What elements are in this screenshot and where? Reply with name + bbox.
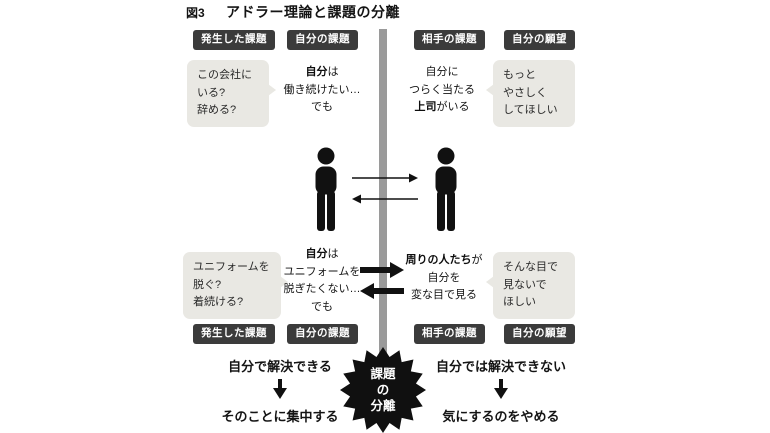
bubble-line: やさしく [503, 86, 547, 99]
bubble-line: この会社に [197, 69, 252, 81]
speech-bubble-company: この会社に いる? 辞める? [187, 60, 276, 127]
figure-label: 図3 [186, 6, 205, 20]
conclusion-text: 自分では解決できない [435, 359, 566, 374]
badge-my-wish-bottom: 自分の願望 [504, 324, 575, 344]
other-task-text-2: 周りの人たちが 自分を 変な目で見る [395, 252, 493, 305]
down-arrow-icon [272, 379, 288, 402]
text-fragment: は [327, 66, 339, 78]
emphasis-text: 周りの人たち [405, 254, 472, 266]
text-fragment: がいる [436, 101, 470, 114]
emphasis-text: 自分 [305, 66, 328, 78]
arrow-right-icon [352, 170, 418, 188]
bubble-line: 見ないで [503, 278, 547, 291]
emphasis-text: 自分 [305, 248, 328, 260]
bubble-line: 辞める? [197, 104, 237, 117]
speech-bubble-look: そんな目で 見ないで ほしい [486, 252, 575, 319]
text-line: 自分は [276, 64, 368, 82]
other-task-text-1: 自分に つらく当たる 上司がいる [396, 64, 488, 117]
badge-other-task-bottom: 相手の課題 [414, 324, 485, 344]
text-line: 周りの人たちが [395, 252, 493, 270]
text-line: 働き続けたい… [283, 83, 361, 96]
down-arrow-icon [493, 379, 509, 402]
bubble-line: もっと [503, 69, 536, 81]
text-line: 脱ぎたくない… [283, 283, 361, 296]
bubble-line: 着続ける? [193, 296, 244, 309]
badge-my-task-bottom: 自分の課題 [287, 324, 358, 344]
burst-label: 課題 の 分離 [370, 366, 395, 415]
conclusion-text: そのことに集中する [221, 409, 339, 424]
text-line: 自分は [272, 246, 372, 264]
emphasis-text: 上司 [414, 101, 437, 114]
conclusion-text: 気にするのをやめる [442, 409, 560, 424]
conclusion-left: 自分で解決できる そのことに集中する [198, 356, 362, 425]
bubble-line: してほしい [503, 104, 558, 117]
my-task-text-2: 自分は ユニフォームを 脱ぎたくない… でも [272, 246, 372, 316]
text-line: 上司がいる [396, 99, 488, 117]
figure-title: アドラー理論と課題の分離 [226, 4, 400, 20]
text-line: でも [311, 101, 333, 114]
person-icon-right [429, 147, 463, 236]
text-fragment: は [327, 248, 339, 260]
burst-label-line: 課題 [370, 366, 396, 381]
text-fragment: が [471, 254, 483, 266]
badge-occurred-bottom: 発生した課題 [193, 324, 275, 344]
center-divider [379, 29, 387, 359]
conclusion-right: 自分では解決できない 気にするのをやめる [416, 356, 586, 425]
badge-occurred-top: 発生した課題 [193, 30, 275, 50]
my-task-text-1: 自分は 働き続けたい… でも [276, 64, 368, 117]
burst-label-line: 分離 [370, 399, 396, 414]
text-line: 自分を [427, 271, 461, 284]
bubble-line: ユニフォームを [193, 261, 270, 273]
task-separation-burst: 課題 の 分離 [340, 347, 426, 433]
person-icon-left [309, 147, 343, 236]
badge-my-task-top: 自分の課題 [287, 30, 358, 50]
speech-bubble-uniform: ユニフォームを 脱ぐ? 着続ける? [183, 252, 288, 319]
badge-other-task-top: 相手の課題 [414, 30, 485, 50]
burst-label-line: の [376, 382, 390, 397]
text-line: ユニフォームを [283, 265, 361, 278]
bubble-line: 脱ぐ? [193, 278, 222, 291]
bubble-line: そんな目で [503, 261, 558, 273]
badge-my-wish-top: 自分の願望 [504, 30, 575, 50]
conclusion-text: 自分で解決できる [228, 359, 332, 374]
text-line: 変な目で見る [411, 289, 477, 302]
text-line: 自分に [425, 66, 459, 78]
bubble-line: いる? [197, 86, 226, 99]
speech-bubble-kinder: もっと やさしく してほしい [486, 60, 575, 127]
bold-arrow-left-icon [360, 283, 404, 304]
arrow-left-icon [352, 191, 418, 209]
text-line: でも [311, 300, 333, 313]
text-line: つらく当たる [409, 83, 475, 96]
bold-arrow-right-icon [360, 262, 404, 283]
bubble-line: ほしい [503, 296, 536, 309]
